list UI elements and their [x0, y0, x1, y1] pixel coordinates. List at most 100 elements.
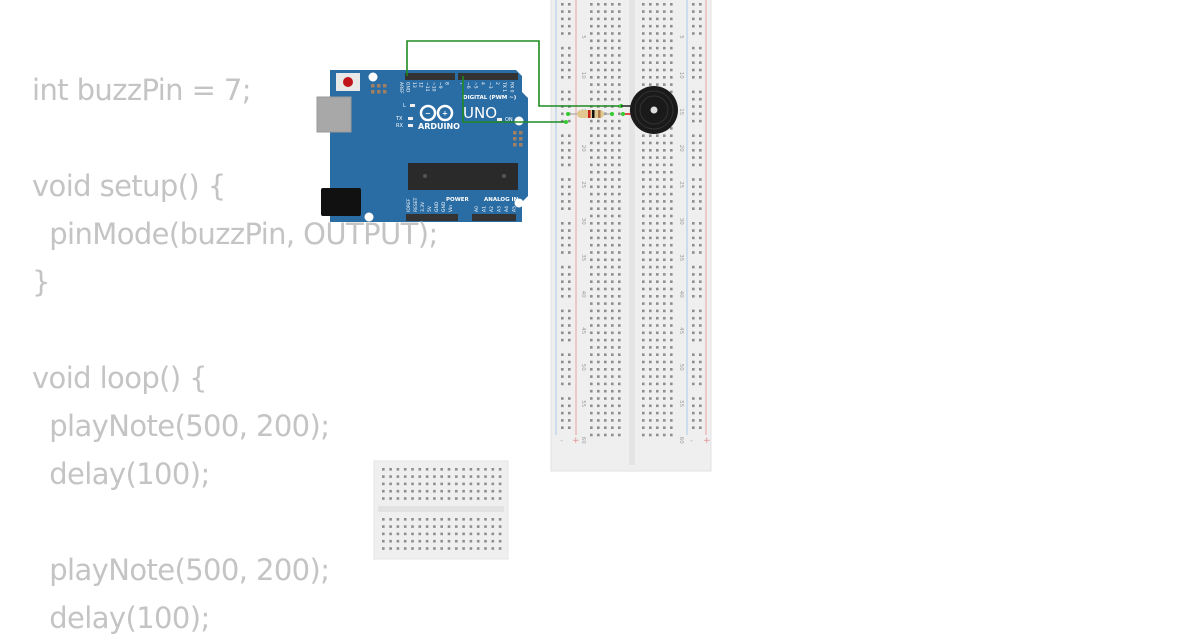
digital-label: DIGITAL (PWM ~)	[463, 95, 517, 101]
mini-hole	[425, 518, 429, 521]
breadboard-hole	[597, 24, 600, 28]
breadboard-hole	[670, 141, 673, 145]
breadboard-hole	[642, 192, 645, 196]
breadboard-hole	[590, 119, 593, 123]
mini-hole	[389, 468, 392, 471]
breadboard-hole	[618, 46, 621, 50]
breadboard-hole	[590, 192, 593, 196]
rail-hole	[568, 163, 571, 167]
breadboard-hole	[670, 10, 673, 13]
pin-label: Vin	[448, 205, 454, 212]
breadboard-hole	[663, 419, 666, 422]
mini-hole	[425, 489, 429, 493]
breadboard-hole	[670, 32, 673, 35]
infinity-icon	[419, 104, 437, 122]
breadboard-hole	[597, 141, 600, 145]
breadboard-hole	[611, 433, 614, 437]
breadboard-hole	[649, 397, 652, 400]
breadboard-hole	[604, 170, 607, 174]
breadboard-hole	[649, 258, 652, 262]
breadboard-hole	[604, 90, 607, 94]
breadboard-hole	[642, 295, 645, 298]
rail-hole	[568, 426, 571, 429]
mini-hole	[484, 497, 487, 500]
breadboard-hole	[656, 426, 659, 429]
rail-hole	[692, 46, 695, 50]
rail-hole	[699, 295, 702, 298]
breadboard-hole	[649, 229, 652, 232]
pin-label: ~3	[487, 82, 493, 89]
breadboard-hole	[663, 360, 666, 364]
icsp-pin	[383, 84, 387, 88]
breadboard-hole	[597, 258, 600, 262]
icsp-pin	[377, 84, 381, 88]
mini-hole	[462, 489, 465, 493]
mini-hole	[382, 518, 385, 521]
breadboard-hole	[649, 10, 652, 13]
breadboard-hole	[590, 90, 593, 94]
breadboard-hole	[611, 251, 614, 254]
breadboard-hole	[618, 97, 621, 101]
rail-hole	[692, 236, 695, 240]
breadboard-hole	[649, 236, 652, 240]
analog-header	[472, 214, 516, 221]
breadboard-hole	[656, 404, 659, 408]
breadboard-hole	[656, 32, 659, 35]
breadboard-hole	[670, 353, 673, 356]
mini-hole	[469, 525, 473, 528]
rail-hole	[568, 273, 571, 276]
breadboard-hole	[642, 265, 645, 269]
pin-label: TX 1	[501, 81, 507, 92]
mount-hole	[364, 212, 374, 222]
breadboard-hole	[618, 156, 621, 159]
buzzer-center	[650, 106, 658, 114]
rail-hole	[699, 97, 702, 101]
breadboard-hole	[618, 324, 621, 327]
icsp-header-right	[513, 131, 523, 147]
mini-hole	[411, 539, 414, 543]
breadboard-hole	[611, 39, 614, 43]
mini-hole	[440, 525, 443, 528]
mini-hole	[476, 539, 480, 543]
breadboard-hole	[670, 389, 673, 393]
breadboard-hole	[597, 178, 600, 181]
wire-gnd-to-buzzer	[406, 40, 621, 107]
mini-hole	[425, 547, 429, 550]
breadboard-hole	[656, 46, 659, 50]
breadboard-hole	[642, 331, 645, 335]
mini-hole	[403, 532, 407, 536]
breadboard-hole	[663, 251, 666, 254]
breadboard-hole	[604, 54, 607, 57]
mini-hole	[469, 547, 473, 550]
breadboard-hole	[618, 3, 621, 6]
breadboard-hole	[656, 338, 659, 342]
breadboard-hole	[642, 338, 645, 342]
breadboard-hole	[663, 214, 666, 218]
breadboard-hole	[590, 243, 593, 247]
rail-hole	[561, 309, 564, 313]
breadboard-hole	[656, 280, 659, 283]
mini-hole	[403, 518, 407, 521]
rail-hole	[561, 404, 564, 408]
breadboard-hole	[670, 309, 673, 313]
row-label: 5	[580, 35, 586, 39]
mini-hole	[455, 547, 458, 550]
breadboard-hole	[611, 134, 614, 137]
rail-hole	[699, 200, 702, 203]
breadboard-hole	[604, 3, 607, 6]
breadboard-hole	[642, 83, 645, 86]
breadboard-hole	[597, 90, 600, 94]
code-line	[32, 114, 438, 162]
breadboard-hole	[618, 112, 621, 116]
breadboard-hole	[611, 375, 614, 378]
breadboard-hole	[597, 368, 600, 371]
rail-hole	[561, 273, 564, 276]
breadboard-hole	[656, 3, 659, 6]
breadboard-hole	[604, 309, 607, 313]
mini-hole	[498, 547, 502, 550]
breadboard-hole	[618, 251, 621, 254]
breadboard-hole	[642, 368, 645, 371]
breadboard-hole	[649, 295, 652, 298]
reset-button	[343, 77, 353, 87]
breadboard-hole	[642, 280, 645, 283]
